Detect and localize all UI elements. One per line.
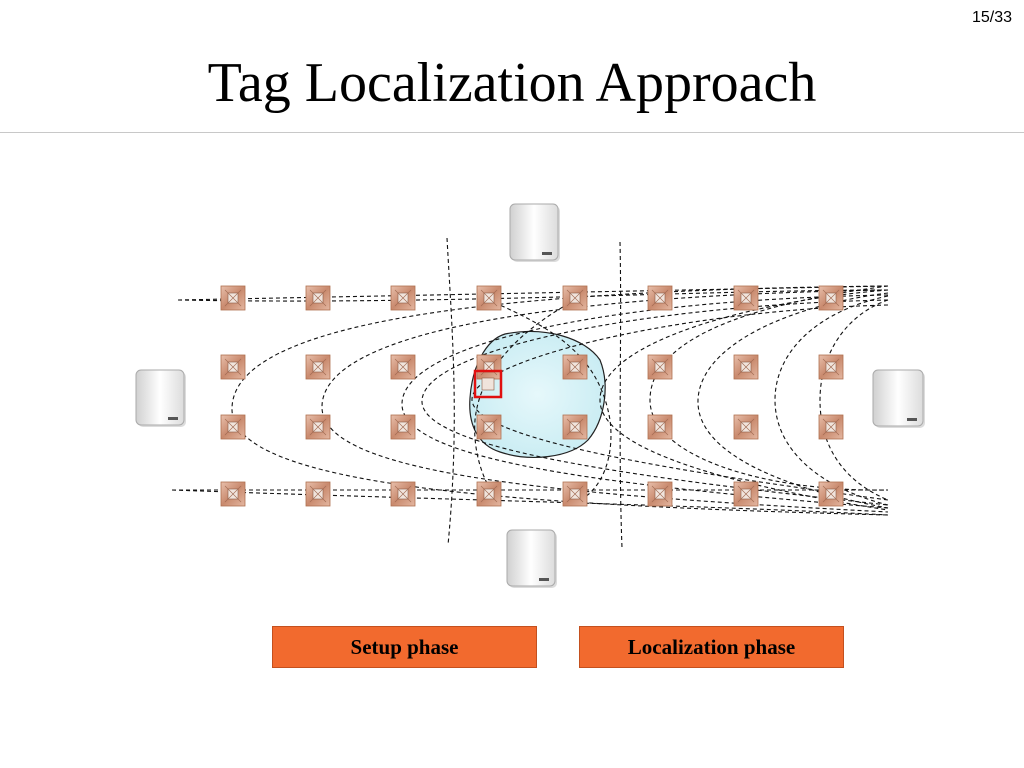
reference-tag-icon (220, 414, 246, 440)
reference-tag-icon (305, 481, 331, 507)
reference-tag-icon (476, 285, 502, 311)
rfid-reader-icon (509, 203, 560, 262)
reference-tag-icon (818, 414, 844, 440)
reference-tag-icon (390, 481, 416, 507)
boundary-line (599, 289, 889, 511)
boundary-line (819, 299, 889, 501)
reference-tag-icon (562, 481, 588, 507)
setup-phase-button[interactable]: Setup phase (272, 626, 537, 668)
boundary-line (446, 237, 455, 546)
boundary-line (231, 285, 889, 516)
rfid-reader-icon (506, 529, 557, 588)
reference-tag-icon (647, 481, 673, 507)
reference-tag-icon (305, 285, 331, 311)
reference-tag-icon (220, 354, 246, 380)
page-number: 15/33 (971, 9, 1012, 26)
reference-tag-icon (476, 354, 502, 380)
reference-tag-icon (733, 354, 759, 380)
reference-tag-icon (647, 354, 673, 380)
reference-tag-icon (220, 285, 246, 311)
reference-tag-icon (562, 285, 588, 311)
reference-tag-icon (733, 481, 759, 507)
boundary-line (619, 241, 623, 549)
reference-tag-icon (818, 285, 844, 311)
localization-phase-button[interactable]: Localization phase (579, 626, 844, 668)
boundary-line (774, 295, 889, 506)
title-divider (0, 132, 1024, 133)
reference-tag-icon (562, 354, 588, 380)
reference-tag-icon (305, 414, 331, 440)
reference-tag-icon (390, 285, 416, 311)
boundary-line (171, 489, 889, 516)
reference-tag-icon (818, 354, 844, 380)
reference-tag-icon (647, 285, 673, 311)
rfid-reader-icon (872, 369, 925, 428)
slide-title: Tag Localization Approach (207, 52, 817, 114)
reference-tag-icon (220, 481, 246, 507)
boundary-line (649, 285, 889, 491)
boundary-line (421, 299, 889, 506)
boundary-line (321, 289, 889, 513)
reference-tag-icon (562, 414, 588, 440)
reference-tag-icon (647, 414, 673, 440)
tracking-tag-icon (473, 369, 503, 399)
boundary-line (471, 304, 889, 501)
rfid-reader-icon (135, 369, 186, 427)
reference-tag-icon (733, 285, 759, 311)
reference-tag-icon (390, 354, 416, 380)
reference-tag-icon (733, 414, 759, 440)
boundary-line (401, 294, 889, 509)
reference-tag-icon (390, 414, 416, 440)
reference-tag-icon (818, 481, 844, 507)
reference-tag-icon (476, 481, 502, 507)
boundary-line (697, 292, 889, 509)
reference-tag-icon (305, 354, 331, 380)
boundary-line (177, 285, 889, 301)
reference-tag-icon (476, 414, 502, 440)
